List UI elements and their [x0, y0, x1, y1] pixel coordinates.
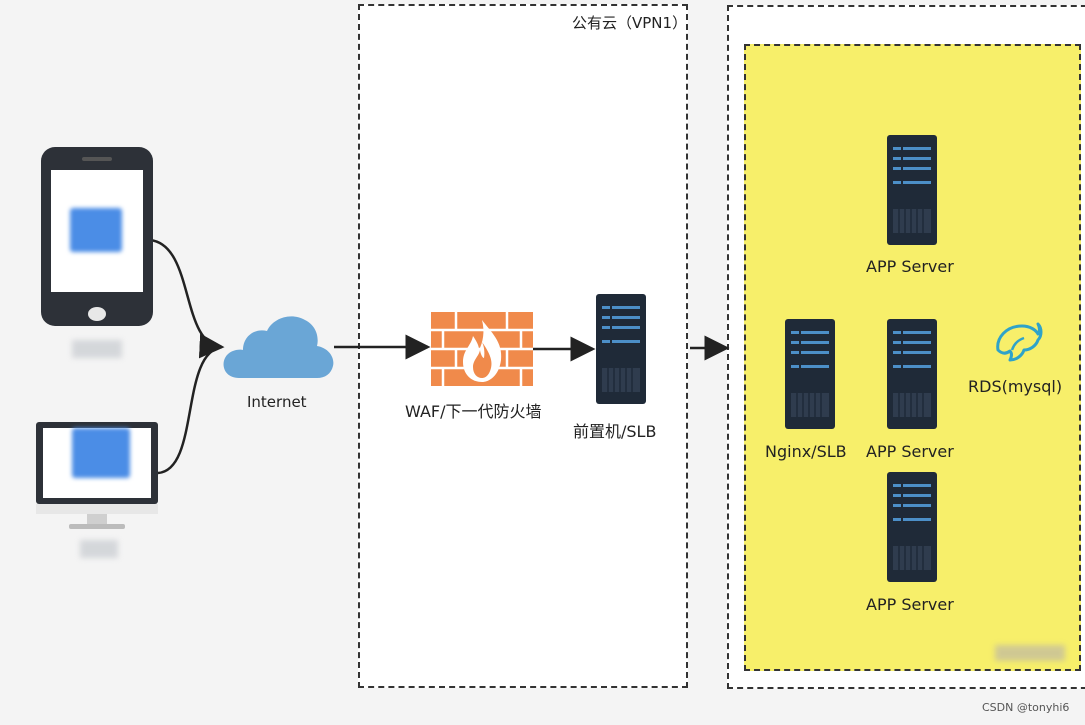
firewall-icon — [431, 312, 533, 386]
front-slb-label: 前置机/SLB — [573, 422, 657, 441]
app-server-bottom-label: APP Server — [866, 595, 954, 614]
server-icon — [596, 294, 646, 404]
phone-label-blurred — [72, 340, 122, 358]
phone-app-blurred — [70, 208, 122, 252]
watermark-text: CSDN @tonyhi6 — [982, 701, 1070, 714]
nginx-label: Nginx/SLB — [765, 442, 847, 461]
app-server-mid-label: APP Server — [866, 442, 954, 461]
server-icon — [887, 472, 937, 582]
server-icon — [887, 135, 937, 245]
cloud-icon — [223, 316, 334, 378]
dolphin-icon — [996, 322, 1043, 362]
rds-label: RDS(mysql) — [968, 377, 1063, 396]
internet-label: Internet — [247, 393, 307, 411]
app-server-top-label: APP Server — [866, 257, 954, 276]
waf-label: WAF/下一代防火墙 — [405, 402, 542, 421]
zone-label-blurred — [995, 645, 1065, 661]
server-icon — [887, 319, 937, 429]
monitor-app-blurred — [72, 428, 130, 478]
server-icon — [785, 319, 835, 429]
vpn-zone-title: 公有云（VPN1） — [572, 14, 688, 32]
phone-to-internet-line — [149, 238, 225, 359]
monitor-label-blurred — [80, 540, 118, 558]
pc-to-internet-line — [157, 345, 223, 475]
